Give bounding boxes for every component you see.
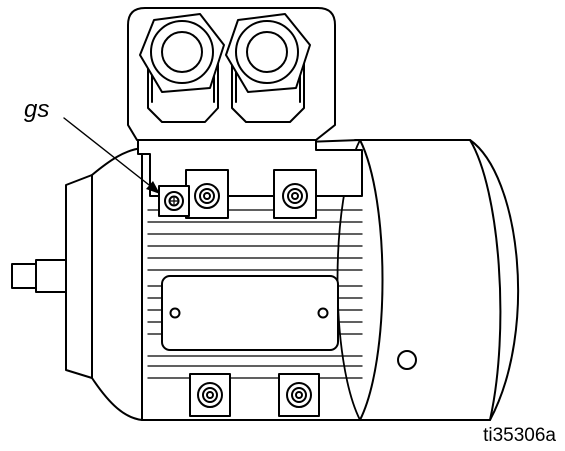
terminal-block-top-1 (185, 169, 229, 219)
fan-cover (354, 139, 520, 421)
side-drain-hole (397, 350, 417, 370)
callout-label: gs (24, 96, 49, 123)
cable-gland-left (139, 13, 225, 123)
terminal-block-top-2 (273, 169, 317, 219)
name-plate (161, 275, 339, 351)
front-end-cap (91, 147, 143, 421)
callout-leader (63, 117, 160, 194)
cable-gland-right (225, 13, 311, 123)
ground-screw-icon (158, 185, 190, 217)
front-flange (65, 174, 93, 379)
figure-id: ti35306a (483, 425, 556, 446)
cooling-fins (147, 209, 363, 379)
terminal-block-bottom-1 (189, 373, 231, 417)
terminal-block-bottom-2 (278, 373, 320, 417)
